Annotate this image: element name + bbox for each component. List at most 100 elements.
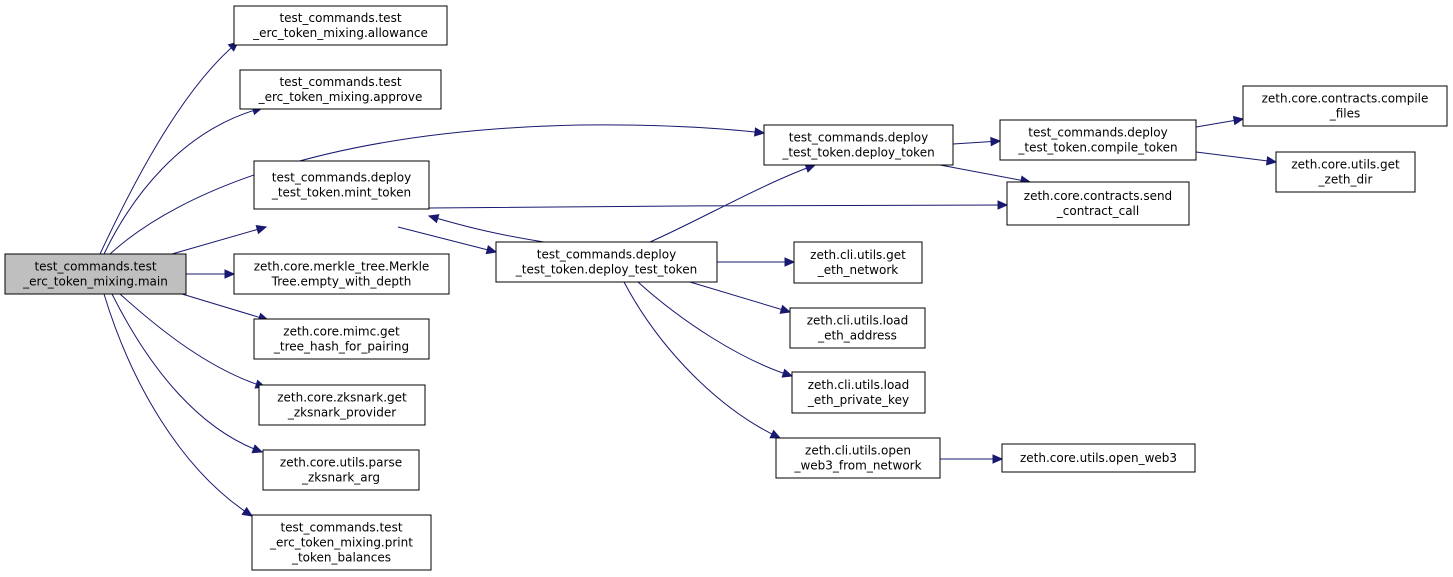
- edge-line: [939, 164, 1031, 183]
- arrowhead-icon: [754, 127, 766, 137]
- edge-line: [623, 281, 781, 439]
- edge-line: [649, 164, 816, 243]
- arrowhead-icon: [997, 200, 1009, 210]
- node-label-line: zeth.core.contracts.compile: [1262, 92, 1429, 106]
- node-label-line: Tree.empty_with_depth: [271, 275, 412, 289]
- node-compile-files[interactable]: zeth.core.contracts.compile_files: [1242, 85, 1448, 127]
- node-get-zeth-dir[interactable]: zeth.core.utils.get_zeth_dir: [1275, 151, 1416, 193]
- node-box: [1006, 181, 1190, 226]
- node-deploy-token[interactable]: test_commands.deploy_test_token.deploy_t…: [763, 124, 954, 166]
- node-box: [253, 160, 430, 210]
- node-label-line: _erc_token_mixing.allowance: [252, 26, 428, 40]
- node-label-line: zeth.core.merkle_tree.Merkle: [254, 260, 430, 274]
- node-label-line: zeth.core.utils.parse: [280, 456, 402, 470]
- node-load-eth-address[interactable]: zeth.cli.utils.load_eth_address: [789, 307, 926, 349]
- node-box: [763, 124, 954, 166]
- node-main[interactable]: test_commands.test_erc_token_mixing.main: [4, 253, 187, 295]
- edge-deploy_test_token-to-open_web3_from_network: [623, 281, 782, 439]
- node-label-line: zeth.core.zksnark.get: [277, 391, 407, 405]
- edge-line: [637, 281, 793, 377]
- node-get-eth-network[interactable]: zeth.cli.utils.get_eth_network: [793, 241, 923, 284]
- arrowhead-icon: [784, 257, 796, 267]
- node-label-line: test_commands.test: [280, 521, 402, 535]
- arrowhead-icon: [769, 429, 782, 439]
- arrowhead-icon: [251, 444, 264, 454]
- node-label-line: _eth_private_key: [807, 393, 909, 407]
- edge-line: [119, 293, 266, 388]
- edge-deploy_token-to-send_contract_call: [939, 164, 1032, 185]
- arrowhead-icon: [779, 304, 792, 314]
- node-parse-zksnark-arg[interactable]: zeth.core.utils.parse_zksnark_arg: [262, 449, 420, 491]
- node-label-line: _web3_from_network: [793, 459, 921, 473]
- node-box: [789, 307, 926, 349]
- node-box: [233, 253, 450, 295]
- node-box: [1242, 85, 1448, 127]
- edge-line: [1195, 151, 1277, 163]
- node-box: [1275, 151, 1416, 193]
- node-mint-token[interactable]: test_commands.deploy_test_token.mint_tok…: [253, 160, 430, 210]
- edge-main-to-zksnark_provider: [119, 293, 267, 389]
- node-box: [1001, 443, 1196, 473]
- node-label-line: _contract_call: [1056, 204, 1139, 218]
- edge-main-to-parse_zksnark_arg: [111, 293, 264, 454]
- edge-line: [397, 226, 497, 253]
- node-allowance[interactable]: test_commands.test_erc_token_mixing.allo…: [233, 5, 448, 46]
- node-label-line: zeth.cli.utils.get: [810, 248, 906, 262]
- arrowhead-icon: [224, 269, 236, 279]
- node-open-web3[interactable]: zeth.core.utils.open_web3: [1001, 443, 1196, 473]
- node-label-line: _erc_token_mixing.main: [22, 275, 168, 289]
- node-label-line: _erc_token_mixing.print: [269, 536, 413, 550]
- node-label-line: test_commands.deploy: [537, 248, 676, 262]
- edge-main-to-mint_token: [171, 225, 268, 255]
- edge-mint_token-to-send_contract_call: [428, 200, 1009, 210]
- node-print-balances[interactable]: test_commands.test_erc_token_mixing.prin…: [251, 514, 432, 571]
- node-box: [791, 371, 926, 414]
- arrowhead-icon: [1265, 156, 1278, 166]
- arrowhead-icon: [485, 245, 498, 255]
- node-open-web3-from-network[interactable]: zeth.cli.utils.open_web3_from_network: [775, 437, 941, 479]
- edge-compile_token-to-get_zeth_dir: [1195, 151, 1278, 166]
- node-box: [793, 241, 923, 284]
- edge-compile_token-to-compile_files: [1195, 115, 1245, 128]
- node-label-line: _test_token.deploy_test_token: [515, 263, 697, 277]
- node-label-line: _erc_token_mixing.approve: [258, 90, 423, 104]
- node-box: [4, 253, 187, 295]
- edge-line: [103, 293, 253, 517]
- node-send-contract-call[interactable]: zeth.core.contracts.send_contract_call: [1006, 181, 1190, 226]
- node-label-line: zeth.cli.utils.load: [808, 378, 910, 392]
- node-load-eth-private-key[interactable]: zeth.cli.utils.load_eth_private_key: [791, 371, 926, 414]
- node-box: [233, 5, 448, 46]
- arrowhead-icon: [990, 136, 1002, 147]
- node-label-line: _test_token.compile_token: [1017, 141, 1177, 155]
- node-box: [253, 318, 430, 360]
- node-label-line: zeth.core.utils.open_web3: [1020, 451, 1177, 465]
- node-box: [258, 384, 426, 426]
- arrowhead-icon: [781, 368, 794, 378]
- node-label-line: _test_token.mint_token: [271, 186, 411, 200]
- node-zksnark-provider[interactable]: zeth.core.zksnark.get_zksnark_provider: [258, 384, 426, 426]
- arrowhead-icon: [1232, 115, 1245, 126]
- node-label-line: zeth.core.mimc.get: [283, 325, 400, 339]
- arrowhead-icon: [241, 506, 254, 517]
- edge-line: [103, 107, 263, 255]
- node-tree-hash[interactable]: zeth.core.mimc.get_tree_hash_for_pairing: [253, 318, 430, 360]
- node-compile-token[interactable]: test_commands.deploy_test_token.compile_…: [999, 119, 1197, 161]
- node-label-line: _zeth_dir: [1318, 173, 1373, 187]
- node-deploy-test-token[interactable]: test_commands.deploy_test_token.deploy_t…: [495, 241, 718, 283]
- node-label-line: _zksnark_provider: [287, 406, 396, 420]
- node-empty-with-depth[interactable]: zeth.core.merkle_tree.MerkleTree.empty_w…: [233, 253, 450, 295]
- edge-mint_token-to-deploy_test_token: [397, 226, 498, 255]
- node-label-line: zeth.core.utils.get: [1291, 158, 1400, 172]
- node-box: [775, 437, 941, 479]
- node-label-line: _files: [1329, 107, 1361, 121]
- node-label-line: _eth_address: [817, 329, 897, 343]
- node-box: [999, 119, 1197, 161]
- node-label-line: zeth.cli.utils.open: [805, 444, 911, 458]
- node-label-line: test_commands.deploy: [272, 171, 411, 185]
- node-approve[interactable]: test_commands.test_erc_token_mixing.appr…: [239, 69, 442, 110]
- node-label-line: test_commands.test: [279, 11, 401, 25]
- node-label-line: zeth.cli.utils.load: [807, 314, 909, 328]
- node-label-line: test_commands.deploy: [789, 131, 928, 145]
- arrowhead-icon: [427, 214, 440, 224]
